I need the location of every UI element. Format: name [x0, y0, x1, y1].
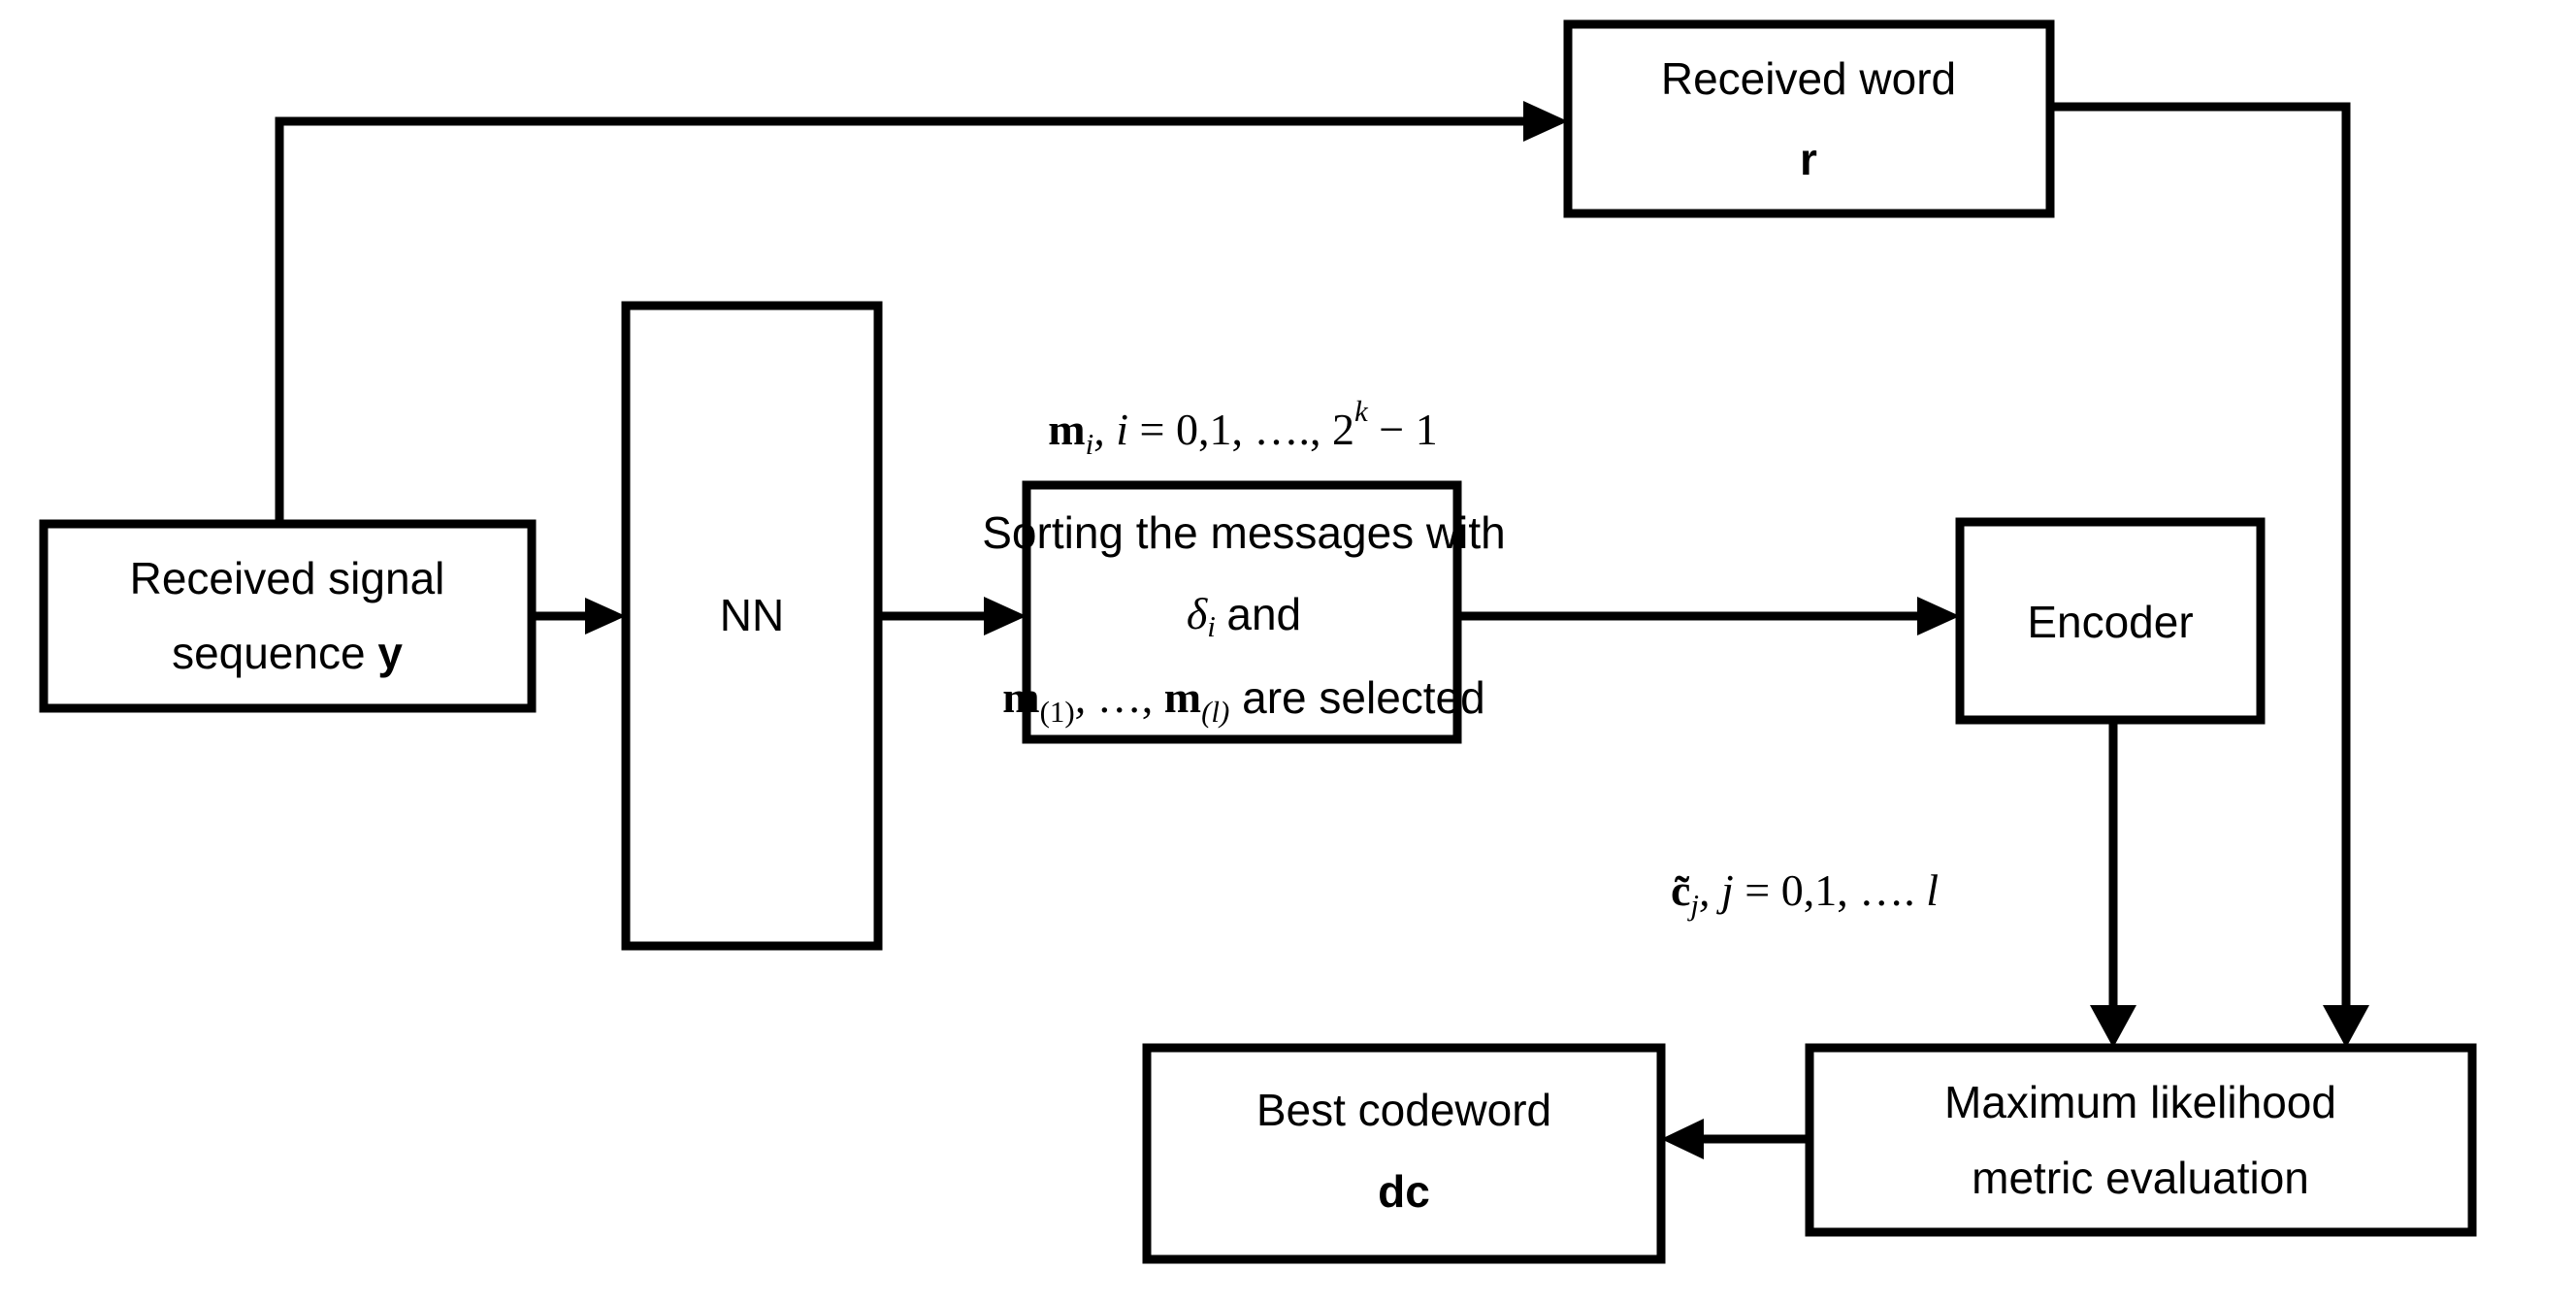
- messages-edge-label: mi, i = 0,1, …., 2k − 1: [1048, 394, 1437, 461]
- ml-to-best-codeword-edge: [1661, 1119, 1810, 1159]
- best-codeword-box[interactable]: Best codeword dc: [1142, 1043, 1666, 1264]
- maximum-likelihood-box-rect: [1805, 1043, 2477, 1237]
- arrow-head-icon: [2323, 1005, 2369, 1048]
- received-word-box-rect: [1563, 19, 2055, 218]
- encoder-box-label: Encoder: [2027, 597, 2193, 647]
- sorting-box-line-2: δi and: [1187, 589, 1301, 644]
- nn-box-label: NN: [720, 590, 784, 640]
- maximum-likelihood-line-2: metric evaluation: [1972, 1153, 2309, 1203]
- messages-edge-label-text: mi, i = 0,1, …., 2k − 1: [1048, 394, 1437, 461]
- sorting-box-rect: [1022, 480, 1462, 744]
- codewords-edge-label: c̃j, j = 0,1, …. l: [1671, 865, 1939, 923]
- nn-box[interactable]: NN: [621, 301, 883, 951]
- sorting-box[interactable]: Sorting the messages with δi and m(1), ……: [982, 480, 1506, 744]
- codewords-edge-label-text: c̃j, j = 0,1, …. l: [1671, 865, 1939, 923]
- encoder-box-rect: [1955, 517, 2266, 725]
- signal-to-received-word-edge: [275, 101, 1568, 524]
- encoder-to-ml-edge: [2090, 720, 2136, 1048]
- maximum-likelihood-line-1: Maximum likelihood: [1944, 1077, 2336, 1127]
- received-word-line-1: Received word: [1661, 53, 1956, 104]
- best-codeword-line-2: dc: [1378, 1166, 1430, 1217]
- sorting-to-encoder-edge: [1457, 597, 1960, 635]
- received-word-box[interactable]: Received word r: [1563, 19, 2055, 218]
- arrow-head-icon: [1661, 1119, 1704, 1159]
- received-signal-line-2: sequence y: [172, 628, 403, 678]
- encoder-box[interactable]: Encoder: [1955, 517, 2266, 725]
- best-codeword-line-1: Best codeword: [1256, 1085, 1551, 1135]
- signal-to-nn-edge: [532, 598, 626, 635]
- arrow-head-icon: [2090, 1005, 2136, 1048]
- received-signal-line-1: Received signal: [130, 553, 445, 603]
- sorting-box-line-3: m(1), …, m(l) are selected: [1002, 672, 1484, 730]
- nn-box-rect: [621, 301, 883, 951]
- arrow-head-icon: [984, 597, 1027, 635]
- received-word-to-ml-edge: [2050, 102, 2369, 1048]
- received-word-line-2: r: [1800, 134, 1817, 184]
- arrow-head-icon: [1523, 101, 1568, 142]
- arrow-head-icon: [1917, 597, 1960, 635]
- maximum-likelihood-box[interactable]: Maximum likelihood metric evaluation: [1805, 1043, 2477, 1237]
- arrow-head-icon: [585, 598, 626, 635]
- nn-to-sorting-edge: [878, 597, 1027, 635]
- best-codeword-box-rect: [1142, 1043, 1666, 1264]
- received-signal-box[interactable]: Received signal sequence y: [39, 519, 537, 713]
- sorting-box-line-1: Sorting the messages with: [982, 507, 1506, 558]
- received-signal-box-rect: [39, 519, 537, 713]
